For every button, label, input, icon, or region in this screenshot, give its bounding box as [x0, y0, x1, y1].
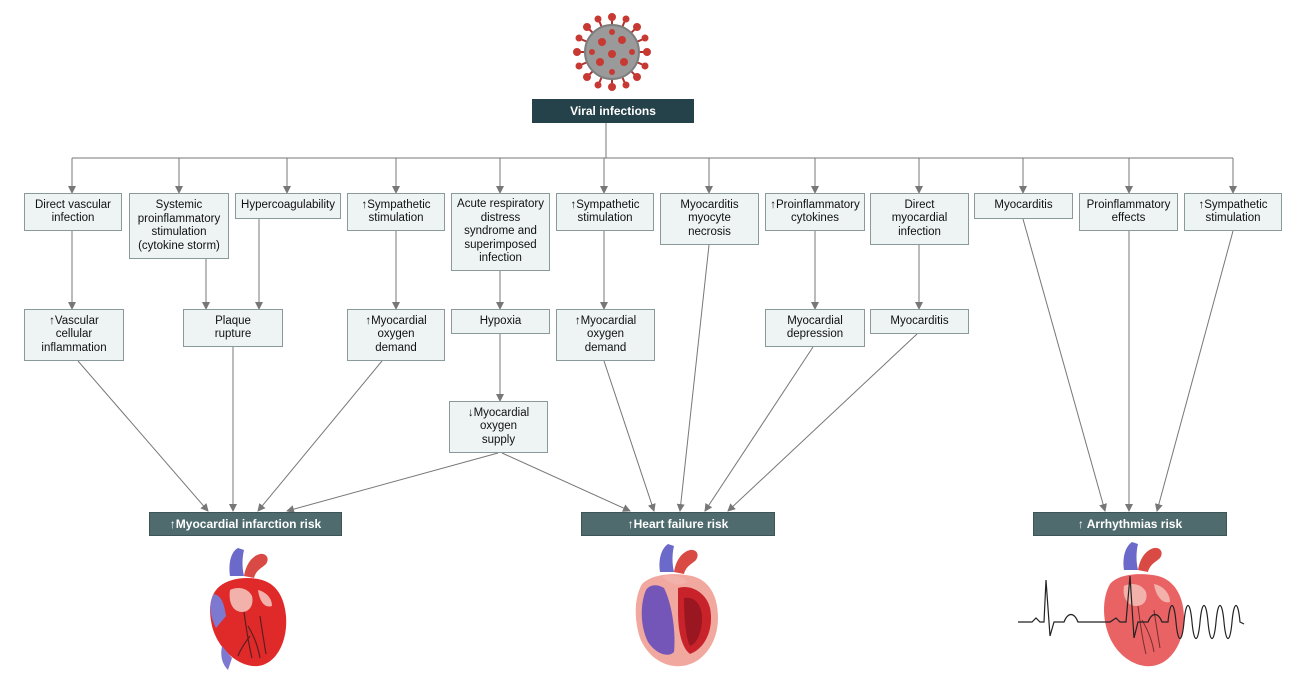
virus-icon [573, 13, 651, 91]
oxygen-supply-box: ↓Myocardial oxygen supply [449, 401, 548, 453]
plaque-rupture-box: Plaque rupture [183, 309, 283, 347]
myocarditis-box-2: Myocarditis [870, 309, 969, 334]
viral-infections-box: Viral infections [532, 99, 694, 123]
myocarditis-box-1: Myocarditis [974, 193, 1073, 219]
oxygen-demand-box-2: ↑Myocardial oxygen demand [556, 309, 655, 361]
heart-ecg-icon [1018, 542, 1245, 667]
heart-icon [210, 548, 287, 670]
oxygen-demand-box-1: ↑Myocardial oxygen demand [347, 309, 445, 361]
arrhythmias-risk-box: ↑ Arrhythmias risk [1033, 512, 1227, 536]
proinflammatory-effects-box: Proinflammatory effects [1079, 193, 1178, 231]
sympathetic-stimulation-box-3: ↑Sympathetic stimulation [1184, 193, 1282, 231]
enlarged-heart-icon [635, 544, 718, 667]
mi-risk-box: ↑Myocardial infarction risk [149, 512, 342, 536]
sympathetic-stimulation-box-2: ↑Sympathetic stimulation [556, 193, 654, 231]
hypercoagulability-box: Hypercoagulability [235, 193, 341, 219]
direct-myocardial-infection-box: Direct myocardial infection [870, 193, 969, 245]
proinflammatory-cytokines-box: ↑Proinflammatory cytokines [765, 193, 865, 231]
vascular-inflammation-box: ↑Vascular cellular inflammation [24, 309, 124, 361]
direct-vascular-infection-box: Direct vascular infection [24, 193, 122, 231]
systemic-proinflammatory-box: Systemic proinflammatory stimulation (cy… [129, 193, 229, 259]
ards-box: Acute respiratory distress syndrome and … [451, 193, 550, 271]
hypoxia-box: Hypoxia [451, 309, 550, 334]
myocarditis-necrosis-box: Myocarditis myocyte necrosis [660, 193, 759, 245]
myocardial-depression-box: Myocardial depression [765, 309, 865, 347]
heart-failure-risk-box: ↑Heart failure risk [581, 512, 775, 536]
sympathetic-stimulation-box-1: ↑Sympathetic stimulation [347, 193, 445, 231]
